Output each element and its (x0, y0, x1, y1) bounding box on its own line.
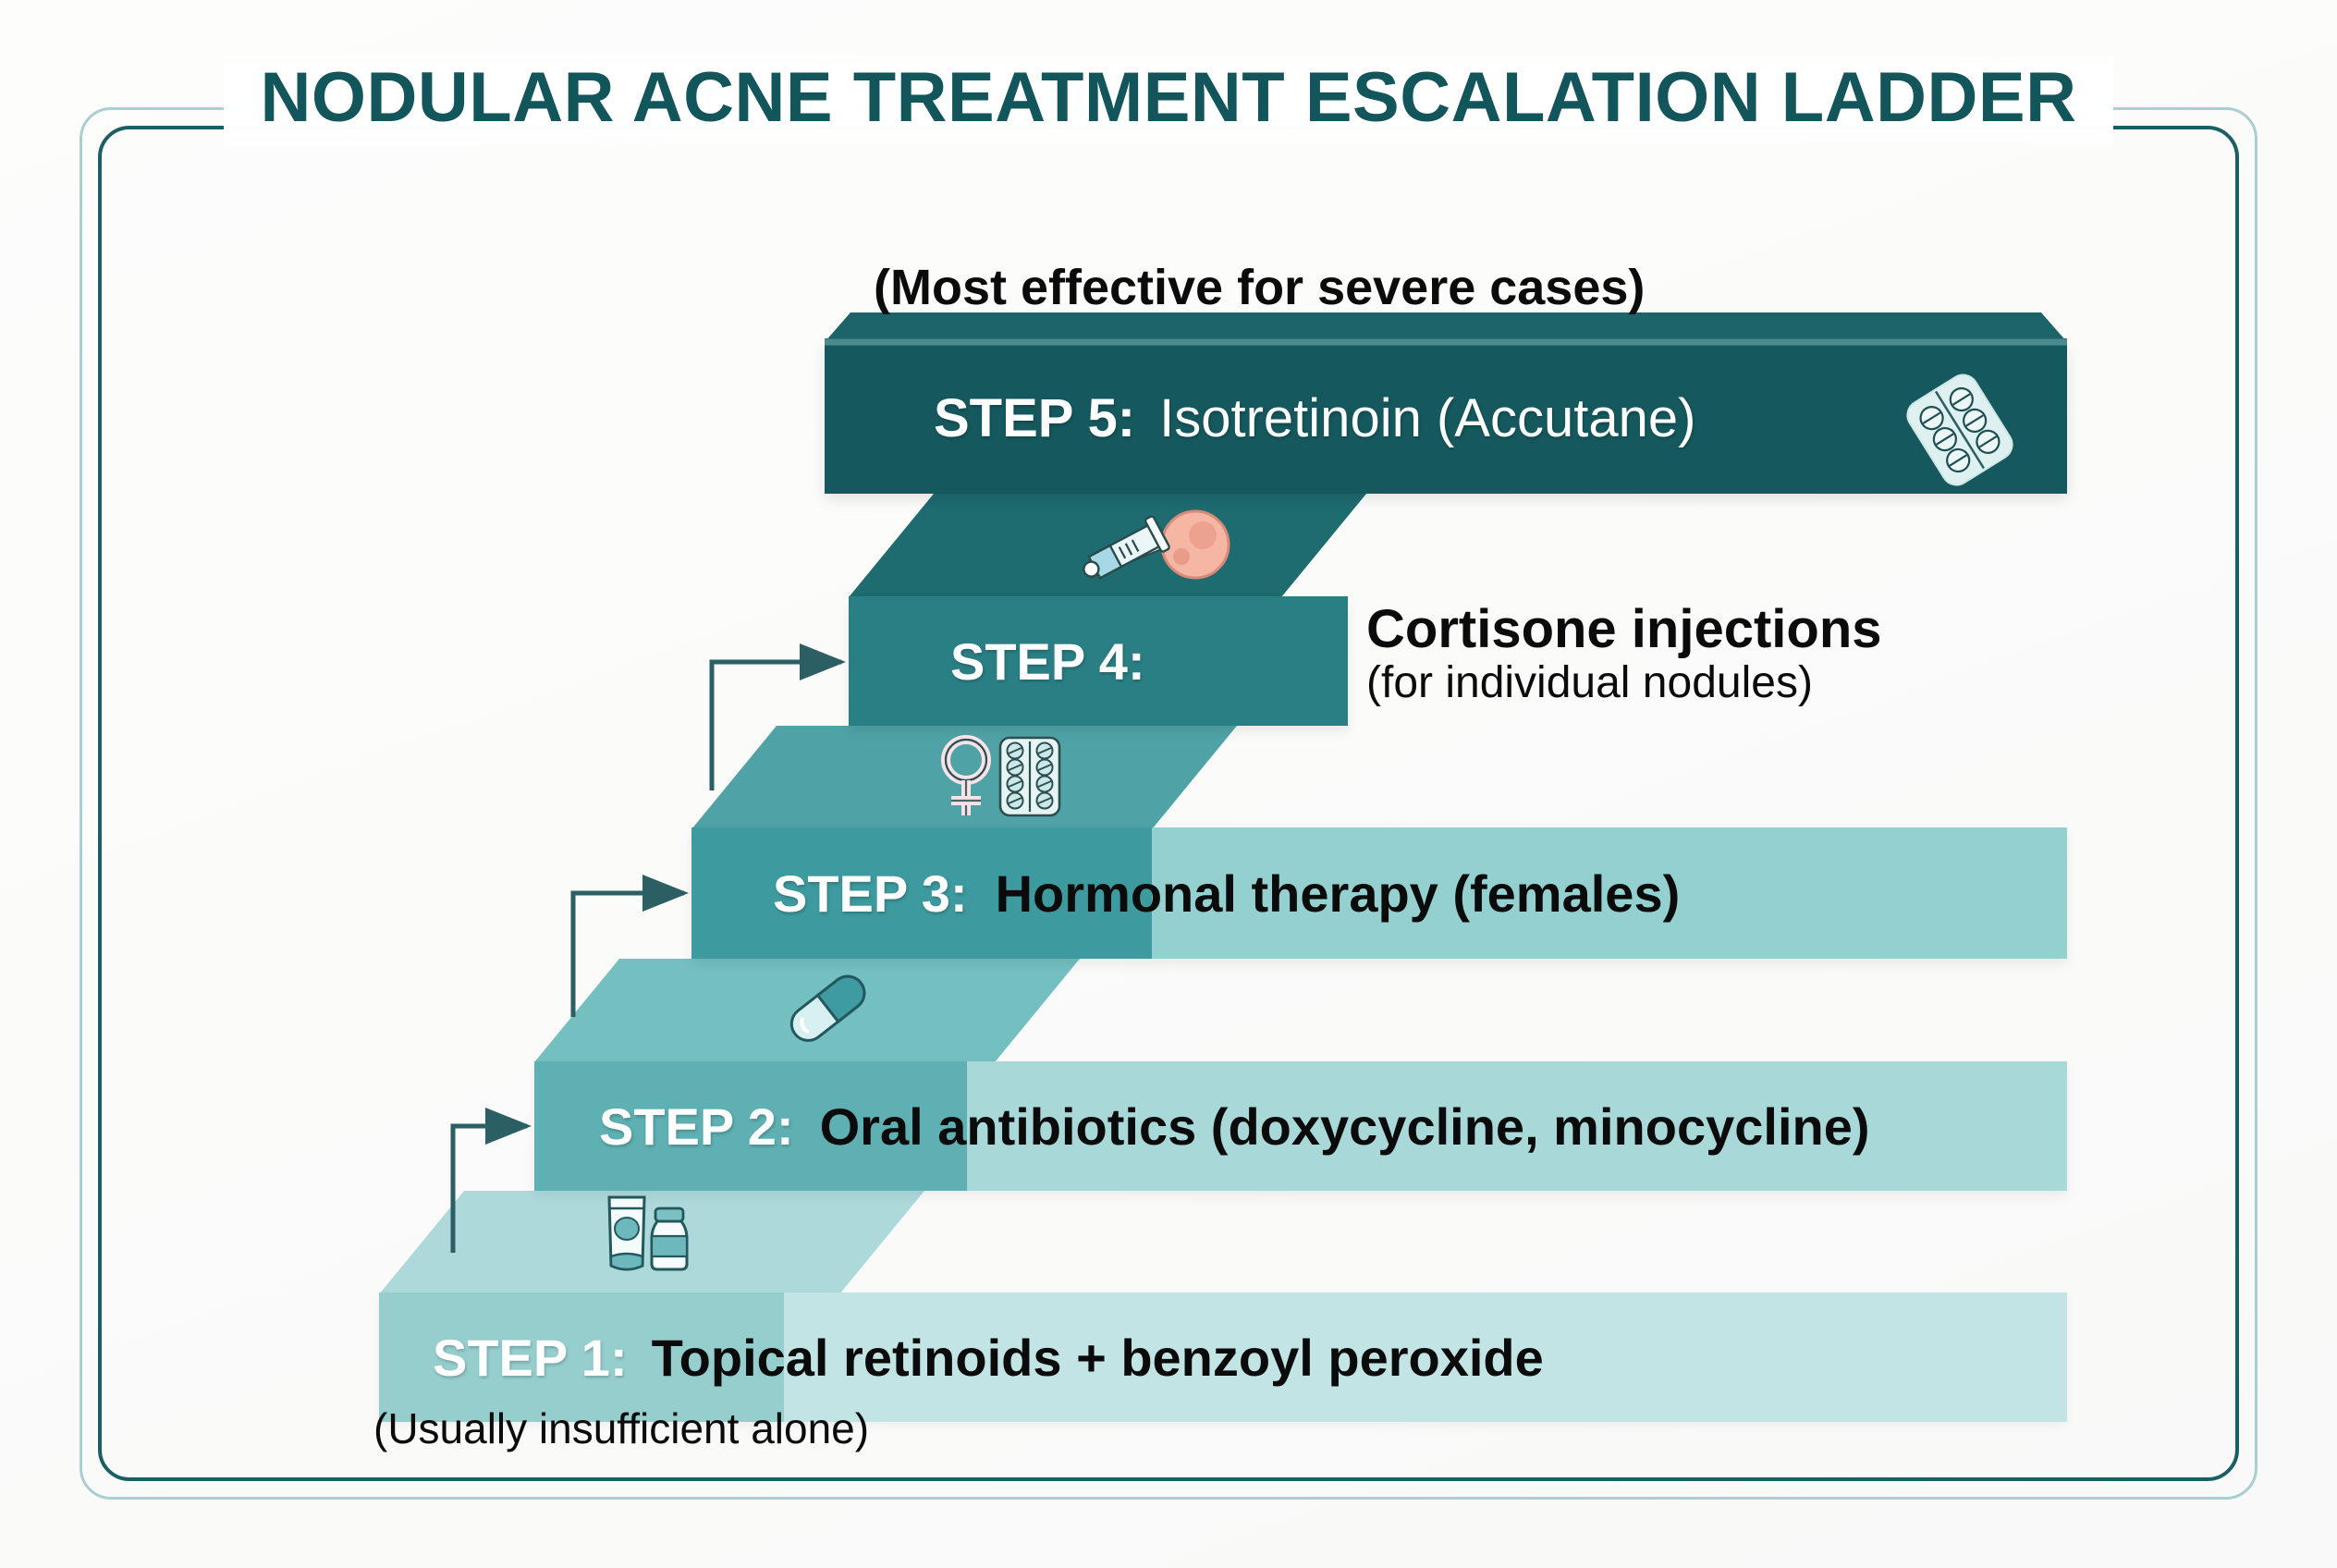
step-3-label: STEP 3: (773, 864, 968, 923)
step-tread-4 (849, 494, 1366, 597)
step-4-external-description: Cortisone injections (for individual nod… (1366, 599, 1882, 707)
caption-usually-insufficient: (Usually insufficient alone) (373, 1404, 870, 1452)
title-bar: NODULAR ACNE TREATMENT ESCALATION LADDER (0, 48, 2337, 151)
cream-tube-bottle-icon (596, 1188, 707, 1280)
step-4-bar[interactable]: STEP 4: (849, 596, 1348, 726)
step-3-description: Hormonal therapy (females) (995, 864, 1681, 923)
pill-blister-pack-icon (1904, 370, 2015, 490)
step-2-bar[interactable]: STEP 2: Oral antibiotics (doxycycline, m… (534, 1061, 2067, 1191)
caption-most-effective: (Most effective for severe cases) (874, 260, 1646, 315)
step-3-bar[interactable]: STEP 3: Hormonal therapy (females) (691, 827, 2067, 959)
step-1-label: STEP 1: (433, 1328, 628, 1387)
title-backdrop: NODULAR ACNE TREATMENT ESCALATION LADDER (223, 48, 2114, 151)
step-1-bar[interactable]: STEP 1: Topical retinoids + benzoyl pero… (379, 1292, 2067, 1422)
step-4-label: STEP 4: (950, 631, 1145, 691)
step-5-label: STEP 5: (934, 387, 1136, 448)
step-2-description: Oral antibiotics (doxycycline, minocycli… (819, 1096, 1870, 1156)
step-4-description: Cortisone injections (1366, 599, 1882, 659)
step-2-label: STEP 2: (599, 1096, 794, 1156)
step-5-description: Isotretinoin (Accutane) (1159, 387, 1696, 448)
step-5-bevel-highlight (825, 339, 2067, 345)
step-5-top-face (825, 338, 2067, 346)
step-5-bar[interactable]: STEP 5: Isotretinoin (Accutane) (825, 342, 2067, 494)
page-title: NODULAR ACNE TREATMENT ESCALATION LADDER (260, 58, 2077, 137)
step-4-description-sub: (for individual nodules) (1366, 657, 1813, 707)
female-symbol-pills-icon (934, 730, 1068, 823)
capsule-icon (777, 966, 878, 1049)
step-5-3d-cap (825, 312, 2067, 342)
step-1-description: Topical retinoids + benzoyl peroxide (651, 1328, 1544, 1387)
syringe-nodule-icon (1077, 504, 1239, 592)
